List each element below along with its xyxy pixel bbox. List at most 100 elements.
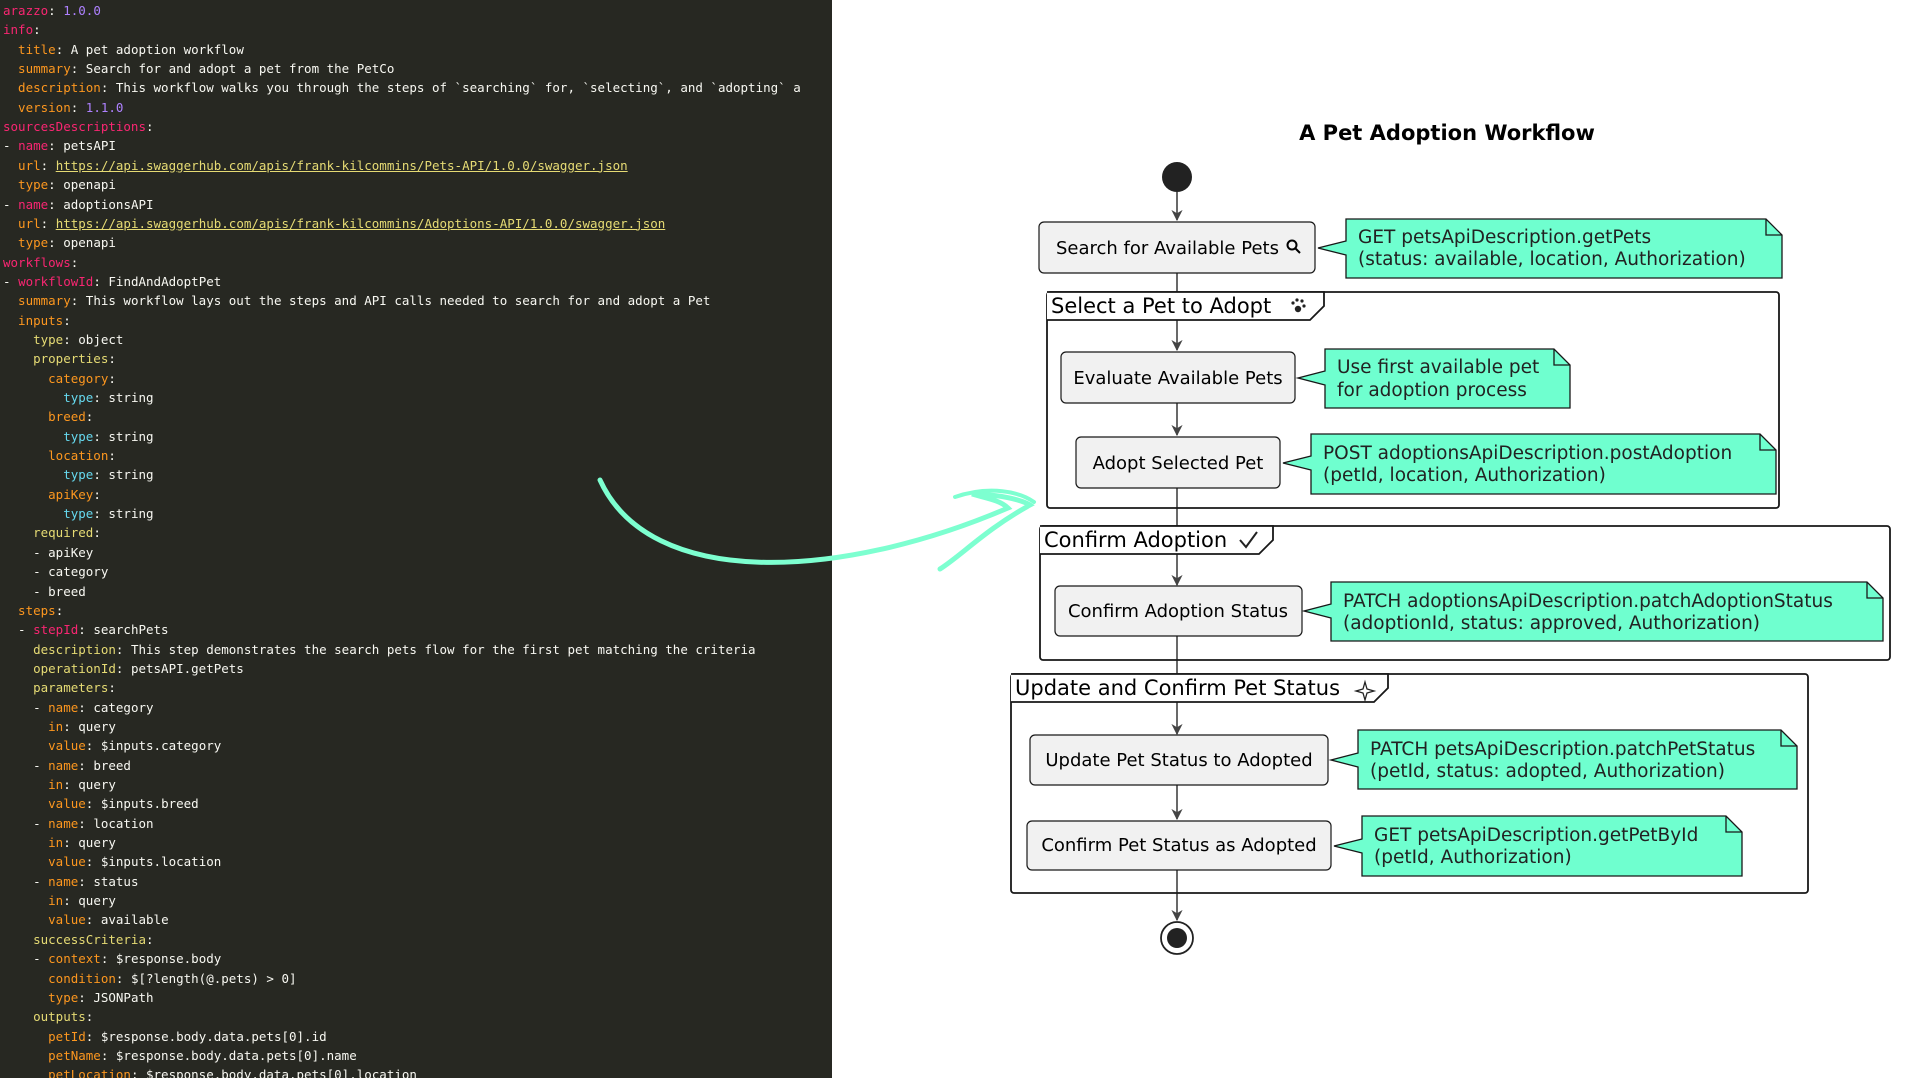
code-token: Search for and adopt a pet from the PetC… (85, 61, 395, 77)
code-line[interactable]: type: JSONPath (3, 988, 153, 1007)
note-evaluate-line1: Use first available pet (1337, 357, 1539, 378)
code-line[interactable]: sourcesDescriptions: (3, 117, 154, 136)
code-line[interactable]: breed: (3, 407, 93, 426)
code-line[interactable]: successCriteria: (3, 930, 154, 949)
code-line[interactable]: - breed (3, 582, 86, 601)
activity-evaluate-pets[interactable]: Evaluate Available Pets (1060, 351, 1296, 404)
code-line[interactable]: petId: $response.body.data.pets[0].id (3, 1027, 327, 1046)
code-token: : (108, 680, 116, 696)
code-line[interactable]: - name: petsAPI (3, 136, 116, 155)
code-link[interactable]: https://api.swaggerhub.com/apis/frank-ki… (55, 157, 628, 173)
code-line[interactable]: apiKey: (3, 485, 101, 504)
code-line[interactable]: description: This step demonstrates the … (3, 640, 756, 659)
note-adopt-line1: POST adoptionsApiDescription.postAdoptio… (1323, 443, 1732, 464)
code-line[interactable]: - apiKey (3, 543, 93, 562)
code-link[interactable]: https://api.swaggerhub.com/apis/frank-ki… (55, 215, 666, 231)
code-line[interactable]: url: https://api.swaggerhub.com/apis/fra… (3, 156, 628, 175)
code-token: category (48, 564, 109, 580)
code-token: name (48, 757, 79, 773)
code-line[interactable]: summary: Search for and adopt a pet from… (3, 59, 394, 78)
code-line[interactable]: url: https://api.swaggerhub.com/apis/fra… (3, 214, 665, 233)
code-token: : (93, 486, 101, 502)
code-line[interactable]: - category (3, 562, 108, 581)
code-token: : (85, 1028, 101, 1044)
code-line[interactable]: info: (3, 20, 41, 39)
code-token: $inputs.category (100, 738, 222, 754)
activity-update-pet-status[interactable]: Update Pet Status to Adopted (1029, 734, 1329, 786)
code-token: info (3, 22, 34, 38)
code-line[interactable]: - name: status (3, 872, 138, 891)
note-confirm-adopted-line1: GET petsApiDescription.getPetById (1374, 825, 1698, 846)
code-line[interactable]: - name: category (3, 698, 154, 717)
code-token: : (108, 370, 116, 386)
activity-confirm-pet-adopted[interactable]: Confirm Pet Status as Adopted (1026, 820, 1332, 871)
code-line[interactable]: in: query (3, 891, 116, 910)
code-line[interactable]: location: (3, 446, 116, 465)
code-line[interactable]: inputs: (3, 311, 71, 330)
code-line[interactable]: workflows: (3, 253, 78, 272)
end-node (1160, 921, 1194, 955)
note-confirm-status: PATCH adoptionsApiDescription.patchAdopt… (1301, 581, 1884, 642)
code-line[interactable]: type: openapi (3, 175, 116, 194)
code-token: : (115, 660, 131, 676)
code-line[interactable]: in: query (3, 833, 116, 852)
code-line[interactable]: type: string (3, 388, 153, 407)
activity-adopt-pet[interactable]: Adopt Selected Pet (1075, 436, 1281, 489)
code-token: : (146, 931, 154, 947)
code-token: type (3, 235, 49, 251)
code-token: : (55, 602, 64, 618)
code-line[interactable]: required: (3, 523, 101, 542)
code-token: type (3, 467, 94, 483)
code-token: : (85, 738, 101, 754)
code-line[interactable]: steps: (3, 601, 63, 620)
code-token: required (3, 525, 94, 541)
code-line[interactable]: petLocation: $response.body.data.pets[0]… (3, 1065, 417, 1078)
activity-confirm-adoption-status[interactable]: Confirm Adoption Status (1054, 585, 1303, 637)
code-line[interactable]: operationId: petsAPI.getPets (3, 659, 244, 678)
code-line[interactable]: outputs: (3, 1007, 93, 1026)
code-token: : (93, 273, 109, 289)
code-line[interactable]: type: openapi (3, 233, 116, 252)
group-select-pet: Select a Pet to Adopt (1046, 291, 1780, 509)
code-token: value (3, 796, 86, 812)
code-line[interactable]: properties: (3, 349, 116, 368)
code-line[interactable]: title: A pet adoption workflow (3, 40, 244, 59)
code-line[interactable]: petName: $response.body.data.pets[0].nam… (3, 1046, 357, 1065)
code-line[interactable]: in: query (3, 775, 116, 794)
code-token: category (93, 699, 154, 715)
code-token: - (3, 699, 49, 715)
note-adopt-line2: (petId, location, Authorization) (1323, 465, 1606, 486)
code-line[interactable]: value: $inputs.location (3, 852, 221, 871)
code-token: FindAndAdoptPet (108, 273, 222, 289)
code-token: type (3, 331, 64, 347)
code-line[interactable]: in: query (3, 717, 116, 736)
code-line[interactable]: value: $inputs.breed (3, 794, 199, 813)
note-update-line2: (petId, status: adopted, Authorization) (1370, 761, 1725, 782)
code-line[interactable]: - name: breed (3, 756, 131, 775)
code-line[interactable]: - name: adoptionsAPI (3, 195, 154, 214)
code-line[interactable]: parameters: (3, 678, 116, 697)
code-line[interactable]: type: string (3, 465, 153, 484)
code-line[interactable]: type: object (3, 330, 123, 349)
activity-search-pets[interactable]: Search for Available Pets (1038, 221, 1316, 274)
code-line[interactable]: category: (3, 369, 116, 388)
code-line[interactable]: - context: $response.body (3, 949, 221, 968)
code-token: : (93, 506, 109, 522)
code-line[interactable]: description: This workflow walks you thr… (3, 78, 801, 97)
code-token: $response.body.data.pets[0].location (146, 1067, 417, 1078)
code-line[interactable]: - stepId: searchPets (3, 620, 169, 639)
code-line[interactable]: value: $inputs.category (3, 736, 221, 755)
code-line[interactable]: value: available (3, 910, 168, 929)
code-line[interactable]: version: 1.1.0 (3, 98, 123, 117)
code-line[interactable]: condition: $[?length(@.pets) > 0] (3, 969, 296, 988)
code-line[interactable]: - name: location (3, 814, 154, 833)
code-token: type (3, 989, 79, 1005)
code-line[interactable]: type: string (3, 427, 153, 446)
code-token: location (93, 815, 154, 831)
code-line[interactable]: type: string (3, 504, 153, 523)
code-line[interactable]: - workflowId: FindAndAdoptPet (3, 272, 221, 291)
code-line[interactable]: arazzo: 1.0.0 (3, 1, 101, 20)
code-line[interactable]: summary: This workflow lays out the step… (3, 291, 710, 310)
